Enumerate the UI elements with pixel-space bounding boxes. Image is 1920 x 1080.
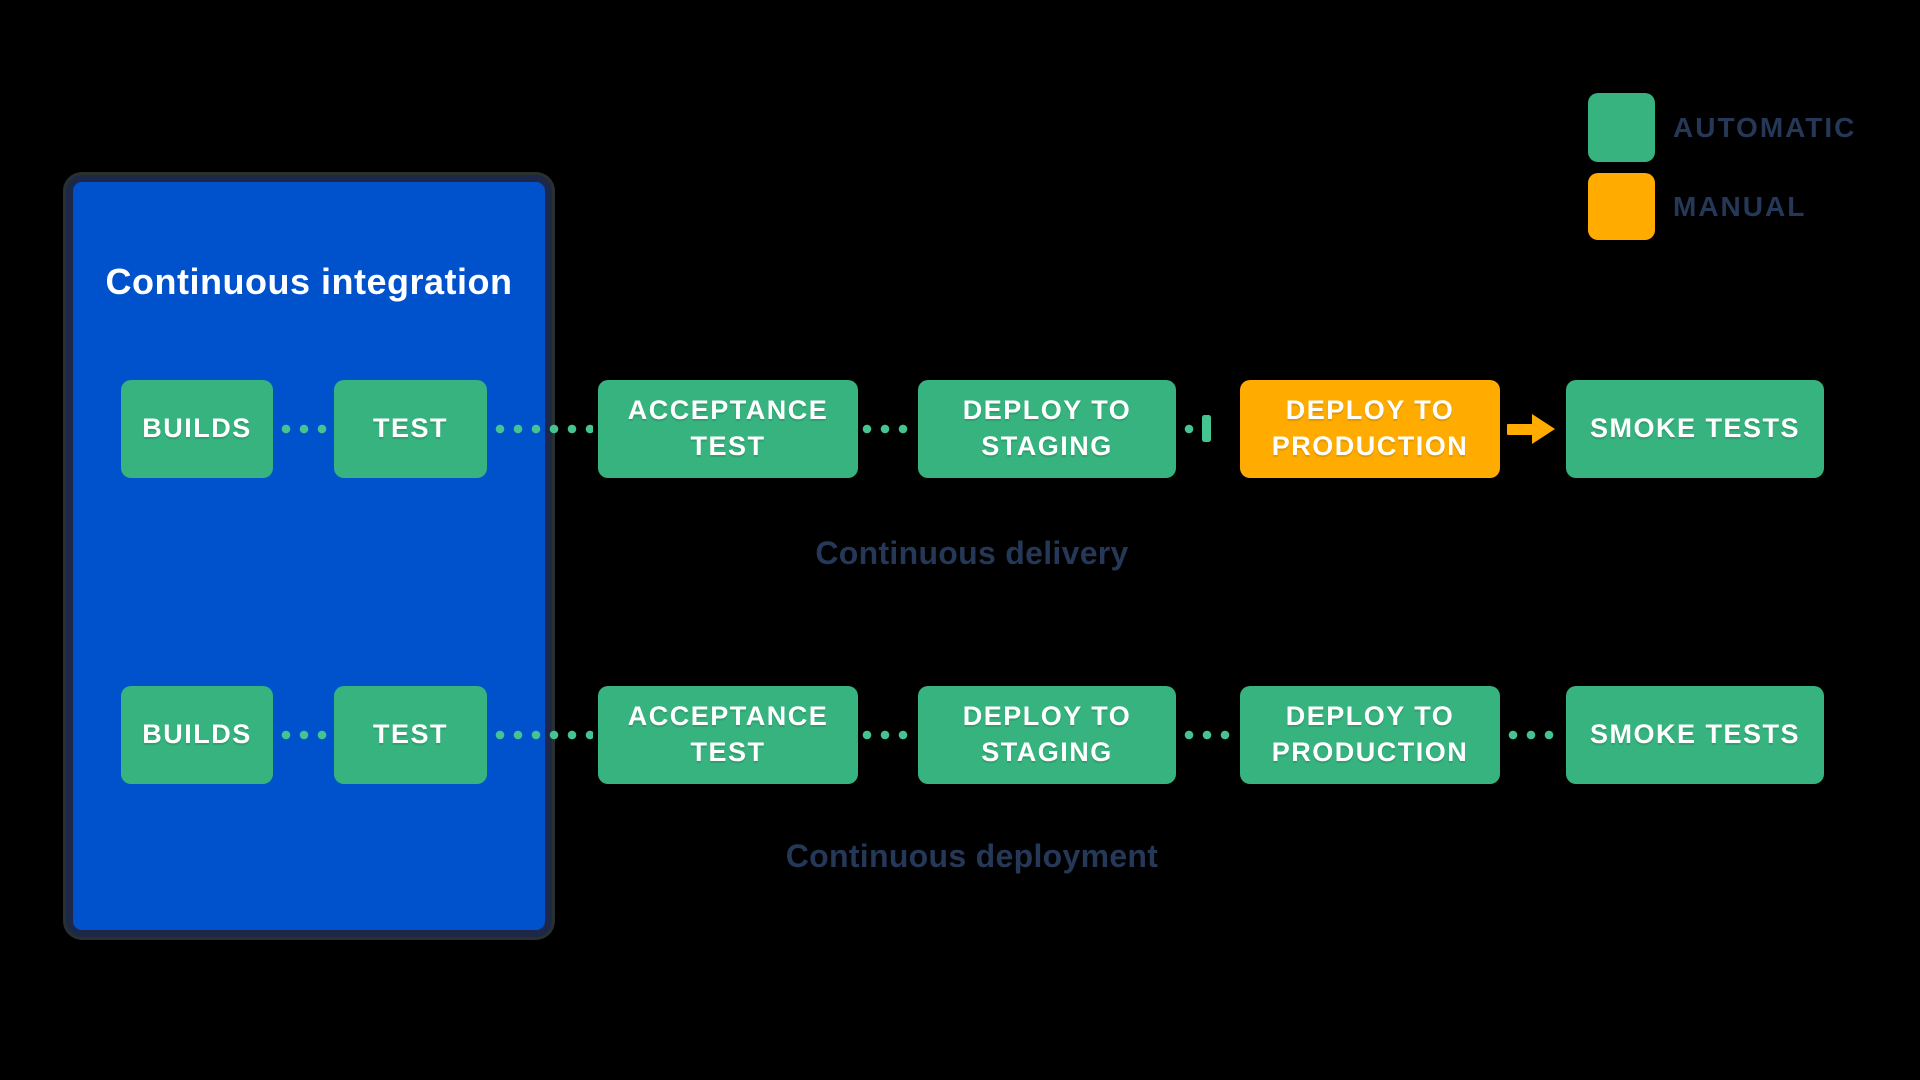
- arrow-right-icon: [1532, 414, 1555, 444]
- continuous-integration-panel: [66, 175, 552, 937]
- legend-label-manual: MANUAL: [1673, 190, 1807, 222]
- legend-item-automatic: AUTOMATIC: [1588, 93, 1856, 162]
- node-smoke-tests-deployment: SMOKE TESTS: [1566, 686, 1824, 784]
- arrow-right-icon: [1507, 424, 1535, 435]
- continuous-integration-title: Continuous integration: [105, 261, 513, 302]
- dotted-connector: [281, 730, 331, 740]
- manual-swatch-icon: [1588, 173, 1655, 240]
- dotted-connector: [281, 424, 331, 434]
- dotted-connector: [495, 424, 593, 434]
- dotted-connector: [1184, 424, 1200, 434]
- node-deploy-to-staging-delivery: DEPLOY TO STAGING: [918, 380, 1176, 478]
- node-smoke-tests-delivery: SMOKE TESTS: [1566, 380, 1824, 478]
- caption-continuous-deployment: Continuous deployment: [785, 838, 1159, 874]
- dotted-connector: [862, 730, 914, 740]
- caption-continuous-delivery: Continuous delivery: [815, 535, 1129, 571]
- dotted-connector: [495, 730, 593, 740]
- dotted-connector: [1508, 730, 1562, 740]
- dotted-connector: [862, 424, 914, 434]
- legend-item-manual: MANUAL: [1588, 173, 1806, 240]
- legend-label-automatic: AUTOMATIC: [1673, 111, 1857, 143]
- pause-dash-icon: [1202, 415, 1211, 442]
- node-deploy-to-production-delivery: DEPLOY TO PRODUCTION: [1240, 380, 1500, 478]
- node-builds-delivery: BUILDS: [121, 380, 273, 478]
- node-builds-deployment: BUILDS: [121, 686, 273, 784]
- node-acceptance-test-deployment: ACCEPTANCE TEST: [598, 686, 858, 784]
- node-test-deployment: TEST: [334, 686, 487, 784]
- node-deploy-to-staging-deployment: DEPLOY TO STAGING: [918, 686, 1176, 784]
- dotted-connector: [1184, 730, 1236, 740]
- node-acceptance-test-delivery: ACCEPTANCE TEST: [598, 380, 858, 478]
- automatic-swatch-icon: [1588, 93, 1655, 162]
- node-test-delivery: TEST: [334, 380, 487, 478]
- node-deploy-to-production-deployment: DEPLOY TO PRODUCTION: [1240, 686, 1500, 784]
